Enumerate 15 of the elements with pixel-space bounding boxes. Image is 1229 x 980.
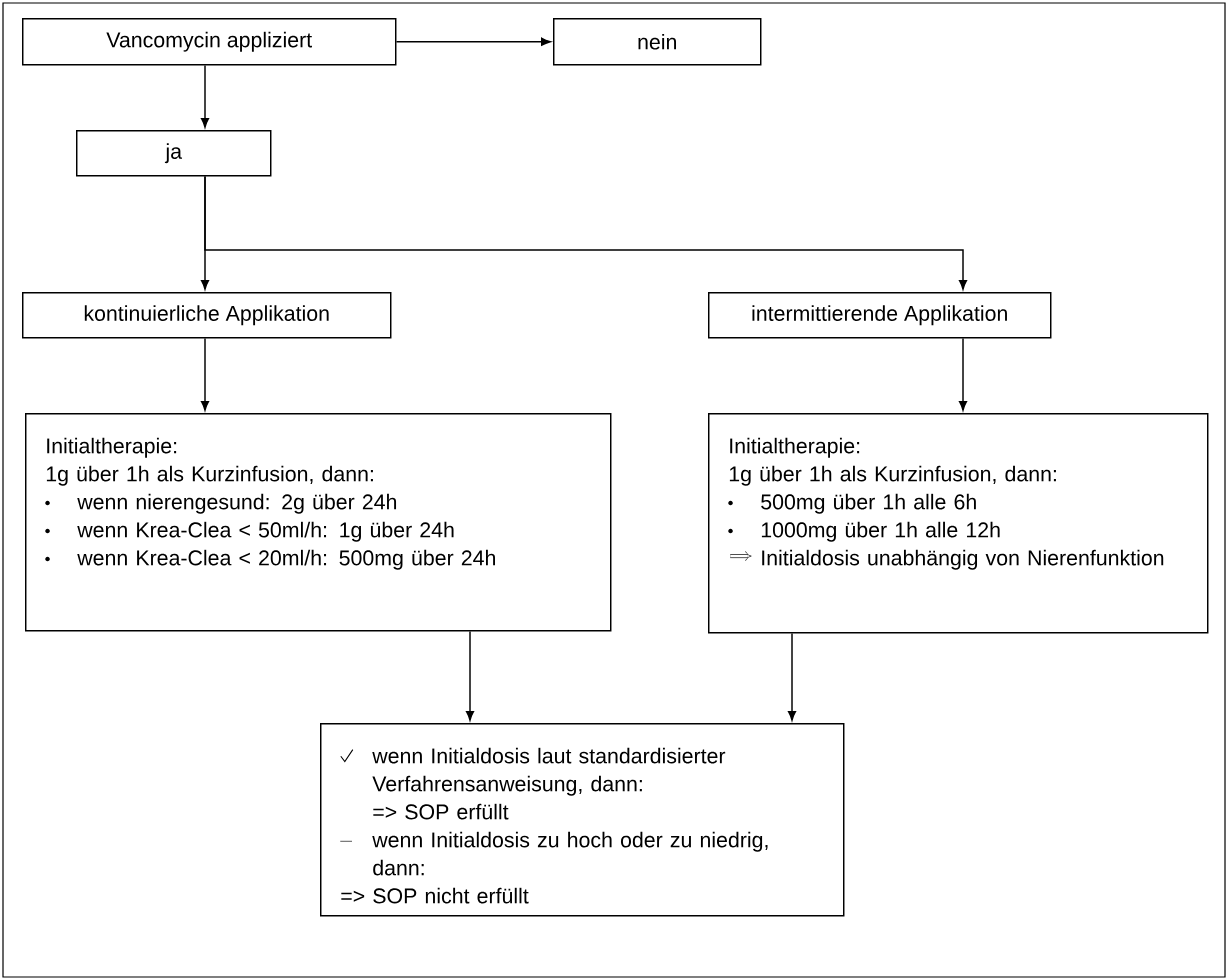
process-box: Vancomycin appliziert [22,18,397,66]
process-box: wenn Initialdosis laut standardisierter Verfahrensanweisung, dann: => SOP erfüllt wenn Initialdosis zu hoch oder zu niedrig, dann: => SOP nicht erfüllt [320,723,845,917]
process-box: ja [76,130,272,177]
process-box: kontinuierliche Applikation [22,292,392,339]
process-box: nein [553,18,762,66]
arrow [958,337,968,411]
arrow [204,175,968,290]
process-box: Initialtherapie: 1g über 1h als Kurzinfusion, dann: 500mg über 1h alle 6h 1000mg über 1h alle 12h Initialdosis unabhängig von Nierenfunktion [708,413,1209,634]
arrow [787,632,797,721]
arrow [395,37,551,46]
process-box: intermittierende Applikation [708,292,1052,339]
arrow [200,64,210,128]
process-box: Initialtherapie: 1g über 1h als Kurzinfusion, dann: wenn nierengesund: 2g über 24h wenn Krea-Clea < 50ml/h: 1g über 24h wenn Krea-Clea < 20ml/h: 500mg über 24h [25,413,612,632]
arrow [200,337,210,411]
arrow [465,630,475,721]
